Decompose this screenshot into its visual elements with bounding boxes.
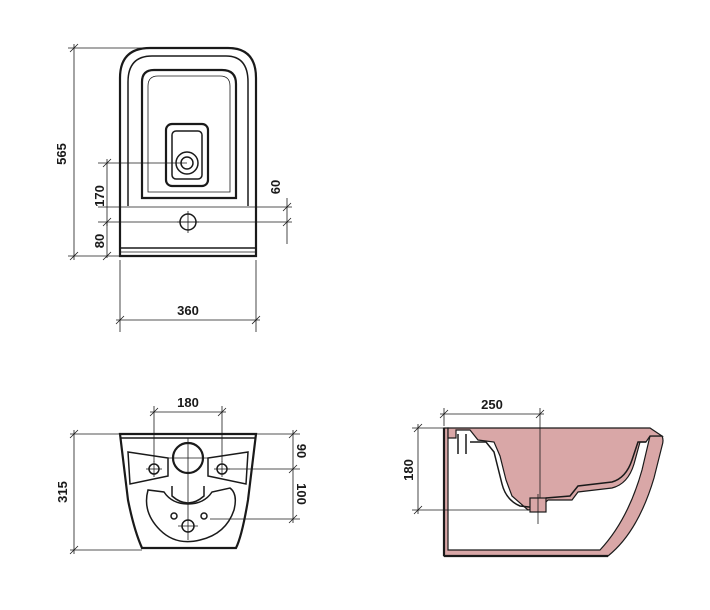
side-section-rim xyxy=(447,427,664,511)
dim-90-label: 90 xyxy=(294,444,309,458)
dim-565-label: 565 xyxy=(54,143,69,165)
dim-315-label: 315 xyxy=(55,481,70,503)
dim-315-tick-bottom xyxy=(69,545,79,555)
rear-view: 180 315 90 100 xyxy=(55,395,309,555)
dim-170-label: 170 xyxy=(92,185,107,207)
dim-60-tick-top xyxy=(282,202,292,212)
side-section: 250 180 xyxy=(401,397,664,558)
dim-80-label: 80 xyxy=(92,234,107,248)
top-view-bowl xyxy=(140,68,238,200)
rear-view-lower-hole-l xyxy=(170,512,178,520)
rear-view-trap xyxy=(171,486,205,504)
side-section-body xyxy=(443,427,664,557)
top-view-bowl-inner xyxy=(147,75,231,193)
dim-60-tick-bottom xyxy=(282,217,292,227)
rear-view-outline xyxy=(118,432,258,550)
dim-60-label: 60 xyxy=(268,180,283,194)
dim-250-label: 250 xyxy=(481,397,503,412)
dim-360-tick-right xyxy=(251,315,261,325)
rear-view-lower-cavity xyxy=(145,487,237,543)
top-view-outline xyxy=(118,46,258,258)
dim-360-label: 360 xyxy=(177,303,199,318)
dim-180v-label: 180 xyxy=(401,459,416,481)
dim-100-tick-bottom xyxy=(288,514,298,524)
dim-170-tick-top xyxy=(102,158,112,168)
dim-250-tick-left xyxy=(439,409,449,419)
dim-80-tick-bottom xyxy=(102,251,112,261)
dim-565-tick-top xyxy=(69,43,79,53)
top-view-drain-housing-inner xyxy=(171,130,203,180)
dim-100-label: 100 xyxy=(294,483,309,505)
dim-315-tick-top xyxy=(69,429,79,439)
dim-565-tick-bottom xyxy=(69,251,79,261)
dim-90-tick-top xyxy=(288,429,298,439)
rear-view-pocket-right xyxy=(207,451,249,485)
dim-180-tick-left xyxy=(149,407,159,417)
top-view-rim xyxy=(127,55,249,206)
rear-view-lower-hole-r xyxy=(200,512,208,520)
dim-90-tick-mid xyxy=(288,464,298,474)
dim-360-tick-left xyxy=(115,315,125,325)
rear-view-pocket-left xyxy=(127,451,169,485)
dim-250-tick-right xyxy=(535,409,545,419)
dim-180-tick-right xyxy=(217,407,227,417)
top-view: 565 170 80 60 360 xyxy=(54,43,292,332)
dim-180v-tick-top xyxy=(413,423,423,433)
dim-180-label: 180 xyxy=(177,395,199,410)
dim-180v-tick-bottom xyxy=(413,505,423,515)
top-view-drain-housing xyxy=(164,122,210,188)
